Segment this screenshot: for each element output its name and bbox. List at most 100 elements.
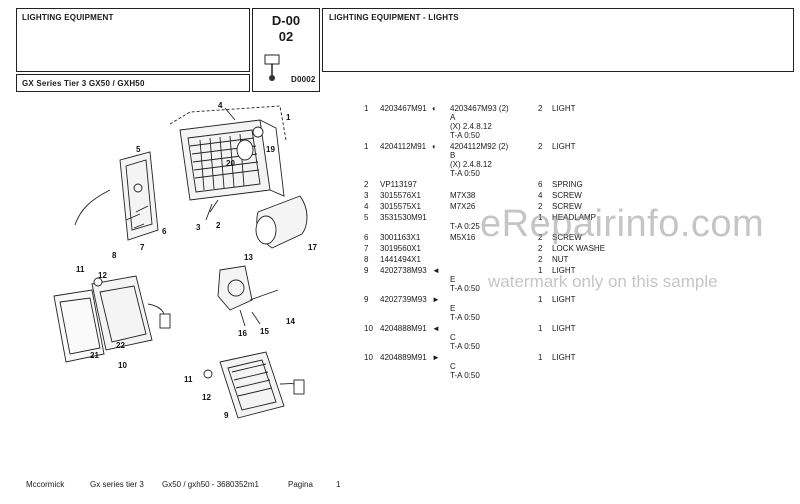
part-ref: 6 — [364, 233, 369, 242]
part-symbol-icon: ► — [432, 353, 440, 362]
part-name: HEADLAMP — [552, 213, 597, 222]
part-qty: 2 — [538, 104, 543, 113]
part-note: T-A 0:50 — [450, 284, 480, 293]
part-name: SCREW — [552, 233, 582, 242]
part-number: 4204889M91 — [380, 353, 427, 362]
part-number: 3001163X1 — [380, 233, 421, 242]
bracket-13 — [217, 265, 253, 311]
model-title: GX Series Tier 3 GX50 / GXH50 — [22, 79, 145, 88]
part-qty: 1 — [538, 353, 543, 362]
part-qty: 6 — [538, 180, 543, 189]
part-qty: 1 — [538, 295, 543, 304]
part-number: 3015575X1 — [380, 202, 421, 211]
part-ref: 9 — [364, 266, 369, 275]
callout-6: 6 — [162, 227, 167, 236]
fig-code: D0002 — [291, 75, 316, 84]
part-symbol-icon: ◐ — [432, 142, 437, 151]
part-symbol-icon: ◄ — [432, 324, 440, 333]
work-light-10 — [91, 275, 153, 351]
part-name: NUT — [552, 255, 569, 264]
watermark-note: watermark only on this sample — [488, 272, 718, 291]
bulb — [252, 126, 264, 138]
lamp-thumbnail-icon — [264, 54, 280, 81]
part-desc-code: M7X26 — [450, 202, 476, 211]
section-title-box: LIGHTING EQUIPMENT — [16, 8, 250, 72]
part-note: C — [450, 333, 456, 342]
part-name: LIGHT — [552, 104, 576, 113]
part-qty: 2 — [538, 202, 543, 211]
part-note: T-A 0:25 — [450, 222, 480, 231]
callout-20: 20 — [226, 159, 235, 168]
part-number: 4204112M91 — [380, 142, 427, 151]
callout-1: 1 — [286, 113, 291, 122]
part-note: (X) 2.4.8.12 — [450, 122, 492, 131]
callout-21: 21 — [90, 351, 99, 360]
callout-12a: 12 — [98, 271, 107, 280]
code-sub: 02 — [278, 29, 294, 44]
callout-4: 4 — [218, 101, 223, 110]
footer-brand: Mccormick — [26, 480, 65, 489]
callout-9: 9 — [224, 411, 229, 420]
page-title: LIGHTING EQUIPMENT - LIGHTS — [329, 13, 459, 22]
part-ref: 10 — [364, 353, 373, 362]
part-note: B — [450, 151, 456, 160]
callout-15: 15 — [260, 327, 269, 336]
callout-17: 17 — [308, 243, 317, 252]
part-name: LIGHT — [552, 324, 576, 333]
page-title-box: LIGHTING EQUIPMENT - LIGHTS — [322, 8, 794, 72]
part-ref: 1 — [364, 104, 369, 113]
callout-13: 13 — [244, 253, 253, 262]
footer-page-number: 1 — [336, 480, 341, 489]
part-desc-code: 4204112M92 (2) — [450, 142, 509, 151]
part-name: LIGHT — [552, 295, 576, 304]
part-symbol-icon: ◐ — [432, 104, 437, 113]
part-qty: 2 — [538, 142, 543, 151]
part-qty: 4 — [538, 191, 543, 200]
headlamp-5 — [119, 151, 159, 241]
model-title-box: GX Series Tier 3 GX50 / GXH50 — [16, 74, 250, 92]
part-note: T-A 0:50 — [450, 169, 480, 178]
callout-10: 10 — [118, 361, 127, 370]
part-note: E — [450, 304, 456, 313]
part-ref: 1 — [364, 142, 369, 151]
footer-series: Gx series tier 3 — [90, 480, 144, 489]
section-title: LIGHTING EQUIPMENT — [22, 13, 114, 22]
part-ref: 9 — [364, 295, 369, 304]
code-box: D-00 02 D0002 — [252, 8, 320, 92]
part-desc-code: M5X16 — [450, 233, 476, 242]
part-desc-code: 4203467M93 (2) — [450, 104, 509, 113]
part-ref: 7 — [364, 244, 369, 253]
part-name: SCREW — [552, 202, 582, 211]
part-name: SPRING — [552, 180, 583, 189]
exploded-parts-diagram: 1 4 19 20 5 3 2 6 7 8 17 13 14 15 16 11 … — [53, 101, 317, 420]
part-note: C — [450, 362, 456, 371]
part-number: 3019560X1 — [380, 244, 421, 253]
watermark-title: eRepairinfo.com — [480, 203, 765, 245]
callout-11a: 11 — [76, 265, 85, 274]
part-ref: 4 — [364, 202, 369, 211]
callout-3: 3 — [196, 223, 201, 232]
footer-page-label: Pagina — [288, 480, 313, 489]
part-ref: 5 — [364, 213, 369, 222]
part-name: LIGHT — [552, 266, 576, 275]
callout-7: 7 — [140, 243, 145, 252]
part-note: T-A 0:50 — [450, 342, 480, 351]
part-qty: 2 — [538, 255, 543, 264]
callout-5: 5 — [136, 145, 141, 154]
part-number: 4202739M93 — [380, 295, 427, 304]
callout-14: 14 — [286, 317, 295, 326]
callout-16: 16 — [238, 329, 247, 338]
part-note: (X) 2.4.8.12 — [450, 160, 492, 169]
callout-19: 19 — [266, 145, 275, 154]
part-number: 4204888M91 — [380, 324, 427, 333]
part-note: E — [450, 275, 456, 284]
part-ref: 8 — [364, 255, 369, 264]
part-ref: 2 — [364, 180, 369, 189]
part-ref: 10 — [364, 324, 373, 333]
part-qty: 2 — [538, 233, 543, 242]
part-number: 4203467M91 — [380, 104, 427, 113]
part-symbol-icon: ► — [432, 295, 440, 304]
part-name: LIGHT — [552, 353, 576, 362]
part-name: SCREW — [552, 191, 582, 200]
part-number: VP113197 — [380, 180, 417, 189]
